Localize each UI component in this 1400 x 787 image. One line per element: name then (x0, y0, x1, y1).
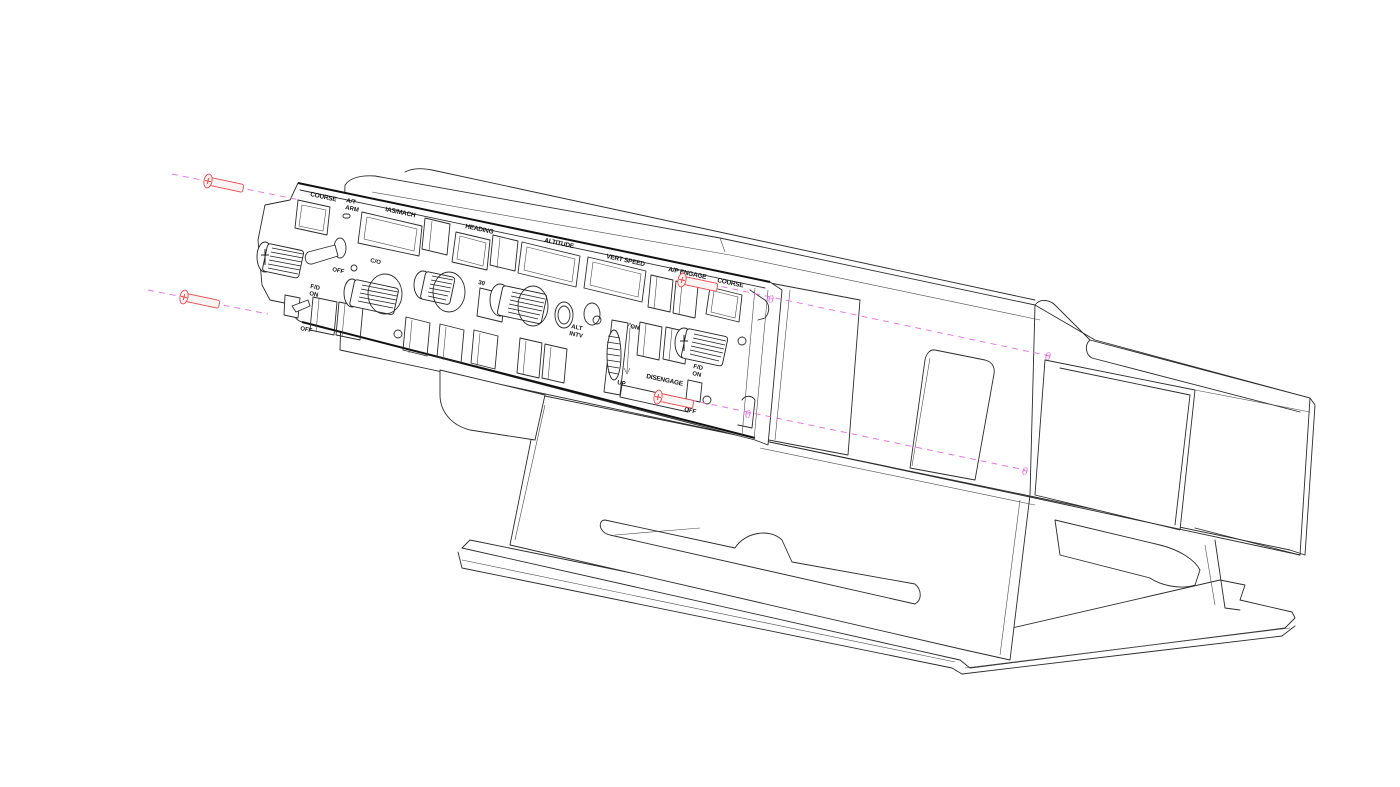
heading-window (451, 231, 491, 271)
mounting-screw (653, 389, 695, 409)
label-fd-right-on: ON (692, 371, 702, 379)
hole-markers: θ θ θ θ (745, 295, 1051, 478)
panel-fasteners (350, 264, 747, 405)
ias-mach-knob (343, 273, 403, 315)
vs-button (583, 302, 602, 326)
vert-speed-window (583, 256, 647, 303)
ias-mach-window (357, 211, 423, 257)
label-at: A/T (346, 198, 357, 206)
mounting-screw (203, 173, 245, 193)
heading-knob (413, 270, 466, 313)
label-fd-left-off: OFF (300, 326, 313, 334)
side-window (909, 349, 995, 481)
hole-marker: θ (1045, 352, 1051, 363)
altitude-knob (489, 283, 549, 327)
label-fd-right: F/D (693, 364, 704, 372)
mounting-screw (677, 272, 719, 292)
assembly-centerlines (147, 173, 1051, 471)
hole-marker: θ (745, 410, 751, 421)
handle-slot (599, 519, 921, 605)
label-fd-right-off: OFF (684, 407, 697, 415)
stand-right-leg (1054, 519, 1241, 611)
hole-marker: θ (768, 295, 774, 306)
at-arm-switch (304, 213, 351, 265)
fd-left-switch (283, 294, 311, 319)
label-fd-left-on: ON (309, 291, 319, 299)
panel-buttons (309, 217, 699, 413)
mcp-panel: COURSE A/T ARM OFF F/D ON OFF C/O IAS/MA… (256, 182, 783, 446)
hole-marker: θ (1022, 467, 1028, 478)
label-vs-on: ON (630, 324, 640, 332)
label-alt: ALT (571, 324, 584, 332)
label-intv: INTV (569, 331, 584, 340)
label-vs-up: UP (617, 380, 626, 388)
vs-thumbwheel (603, 319, 634, 396)
label-bank-30: 30 (478, 280, 486, 287)
course-right-knob (674, 327, 729, 367)
course-left-knob (256, 241, 304, 279)
label-co: C/O (370, 258, 382, 266)
label-arm: ARM (345, 205, 360, 214)
course-left-window (294, 199, 331, 236)
fd-right-switch (685, 379, 703, 403)
label-at-off: OFF (332, 267, 345, 275)
alt-intv-button (554, 301, 574, 329)
altitude-window (517, 241, 581, 288)
label-fd-left: F/D (310, 284, 321, 292)
mounting-screw (179, 289, 221, 309)
course-right-window (705, 286, 743, 323)
